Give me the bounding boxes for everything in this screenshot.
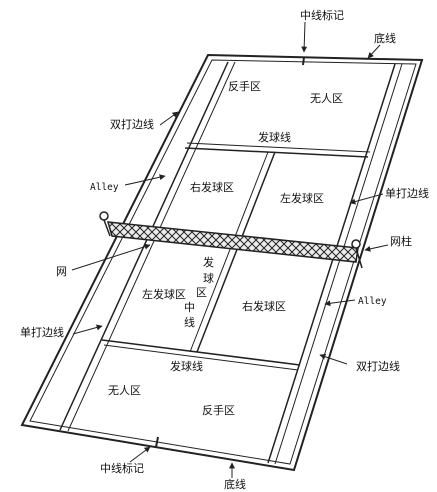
- net-post-right: [351, 239, 361, 249]
- label-alley-left: Alley: [90, 182, 119, 193]
- center-mark-bottom: [155, 436, 159, 448]
- center-service-line: [196, 151, 276, 353]
- label-backcourt-bottom: 反手区: [202, 403, 235, 417]
- arrow-baseline-top: [367, 44, 381, 59]
- label-service-line-bottom: 发球线: [170, 359, 203, 373]
- arrow-center-mark-top: [301, 21, 308, 53]
- label-no-mans-land-top: 无人区: [310, 92, 343, 105]
- singles-sideline-left-line-inner: [67, 61, 236, 432]
- arrow-singles-right: [349, 193, 384, 205]
- label-service-line-top: 发球线: [258, 130, 291, 144]
- label-singles-sideline-right: 单打边线: [385, 186, 429, 200]
- arrow-net-post: [364, 244, 389, 252]
- singles-sideline-right-line: [267, 63, 396, 464]
- service-line-bottom: [101, 339, 301, 366]
- service-line-bottom-inner: [103, 344, 299, 371]
- label-no-mans-land-bottom: 无人区: [108, 384, 141, 397]
- label-alley-right: Alley: [358, 296, 387, 307]
- label-baseline-bottom: 底线: [224, 477, 246, 491]
- net-post-left-stem: [103, 219, 111, 237]
- label-center-service-line-5: 线: [184, 315, 195, 329]
- court-outline: [20, 53, 424, 472]
- court-inner-outline: [29, 59, 417, 465]
- label-center-service-line-2: 球: [203, 271, 214, 285]
- label-center-mark-bottom: 中线标记: [100, 461, 144, 475]
- label-right-service-box-bottom: 右发球区: [242, 299, 286, 313]
- label-doubles-sideline-left: 双打边线: [110, 117, 154, 131]
- label-center-service-line-4: 中: [184, 301, 195, 314]
- net: [106, 221, 359, 263]
- net-post-left: [99, 211, 109, 221]
- arrow-alley-left: [124, 174, 166, 186]
- label-baseline-top: 底线: [374, 31, 396, 45]
- arrow-doubles-left: [159, 111, 179, 126]
- singles-sideline-right-line-inner: [274, 63, 403, 465]
- label-doubles-sideline-right: 双打边线: [356, 359, 400, 373]
- arrow-singles-left: [72, 324, 103, 335]
- label-right-service-box-top: 右发球区: [190, 180, 234, 194]
- arrow-center-mark-bottom: [129, 446, 151, 463]
- center-service-line-inner: [189, 151, 269, 353]
- service-line-top-inner: [186, 142, 371, 153]
- label-net: 网: [56, 265, 67, 278]
- label-left-service-box-top: 左发球区: [280, 191, 324, 205]
- label-net-post: 网柱: [390, 234, 412, 248]
- net-post-right-stem: [355, 247, 363, 269]
- label-center-mark-top: 中线标记: [300, 8, 344, 22]
- label-center-service-line-1: 发: [203, 255, 214, 269]
- label-center-service-line-3: 区: [196, 286, 207, 299]
- center-mark-top: [302, 56, 305, 66]
- arrow-doubles-right: [319, 353, 348, 365]
- arrow-net: [71, 243, 151, 271]
- service-line-top: [184, 147, 369, 158]
- label-left-service-box-bottom: 左发球区: [142, 287, 186, 301]
- arrow-alley-right: [324, 299, 356, 307]
- label-singles-sideline-left: 单打边线: [20, 325, 64, 339]
- label-backcourt-top: 反手区: [228, 79, 261, 93]
